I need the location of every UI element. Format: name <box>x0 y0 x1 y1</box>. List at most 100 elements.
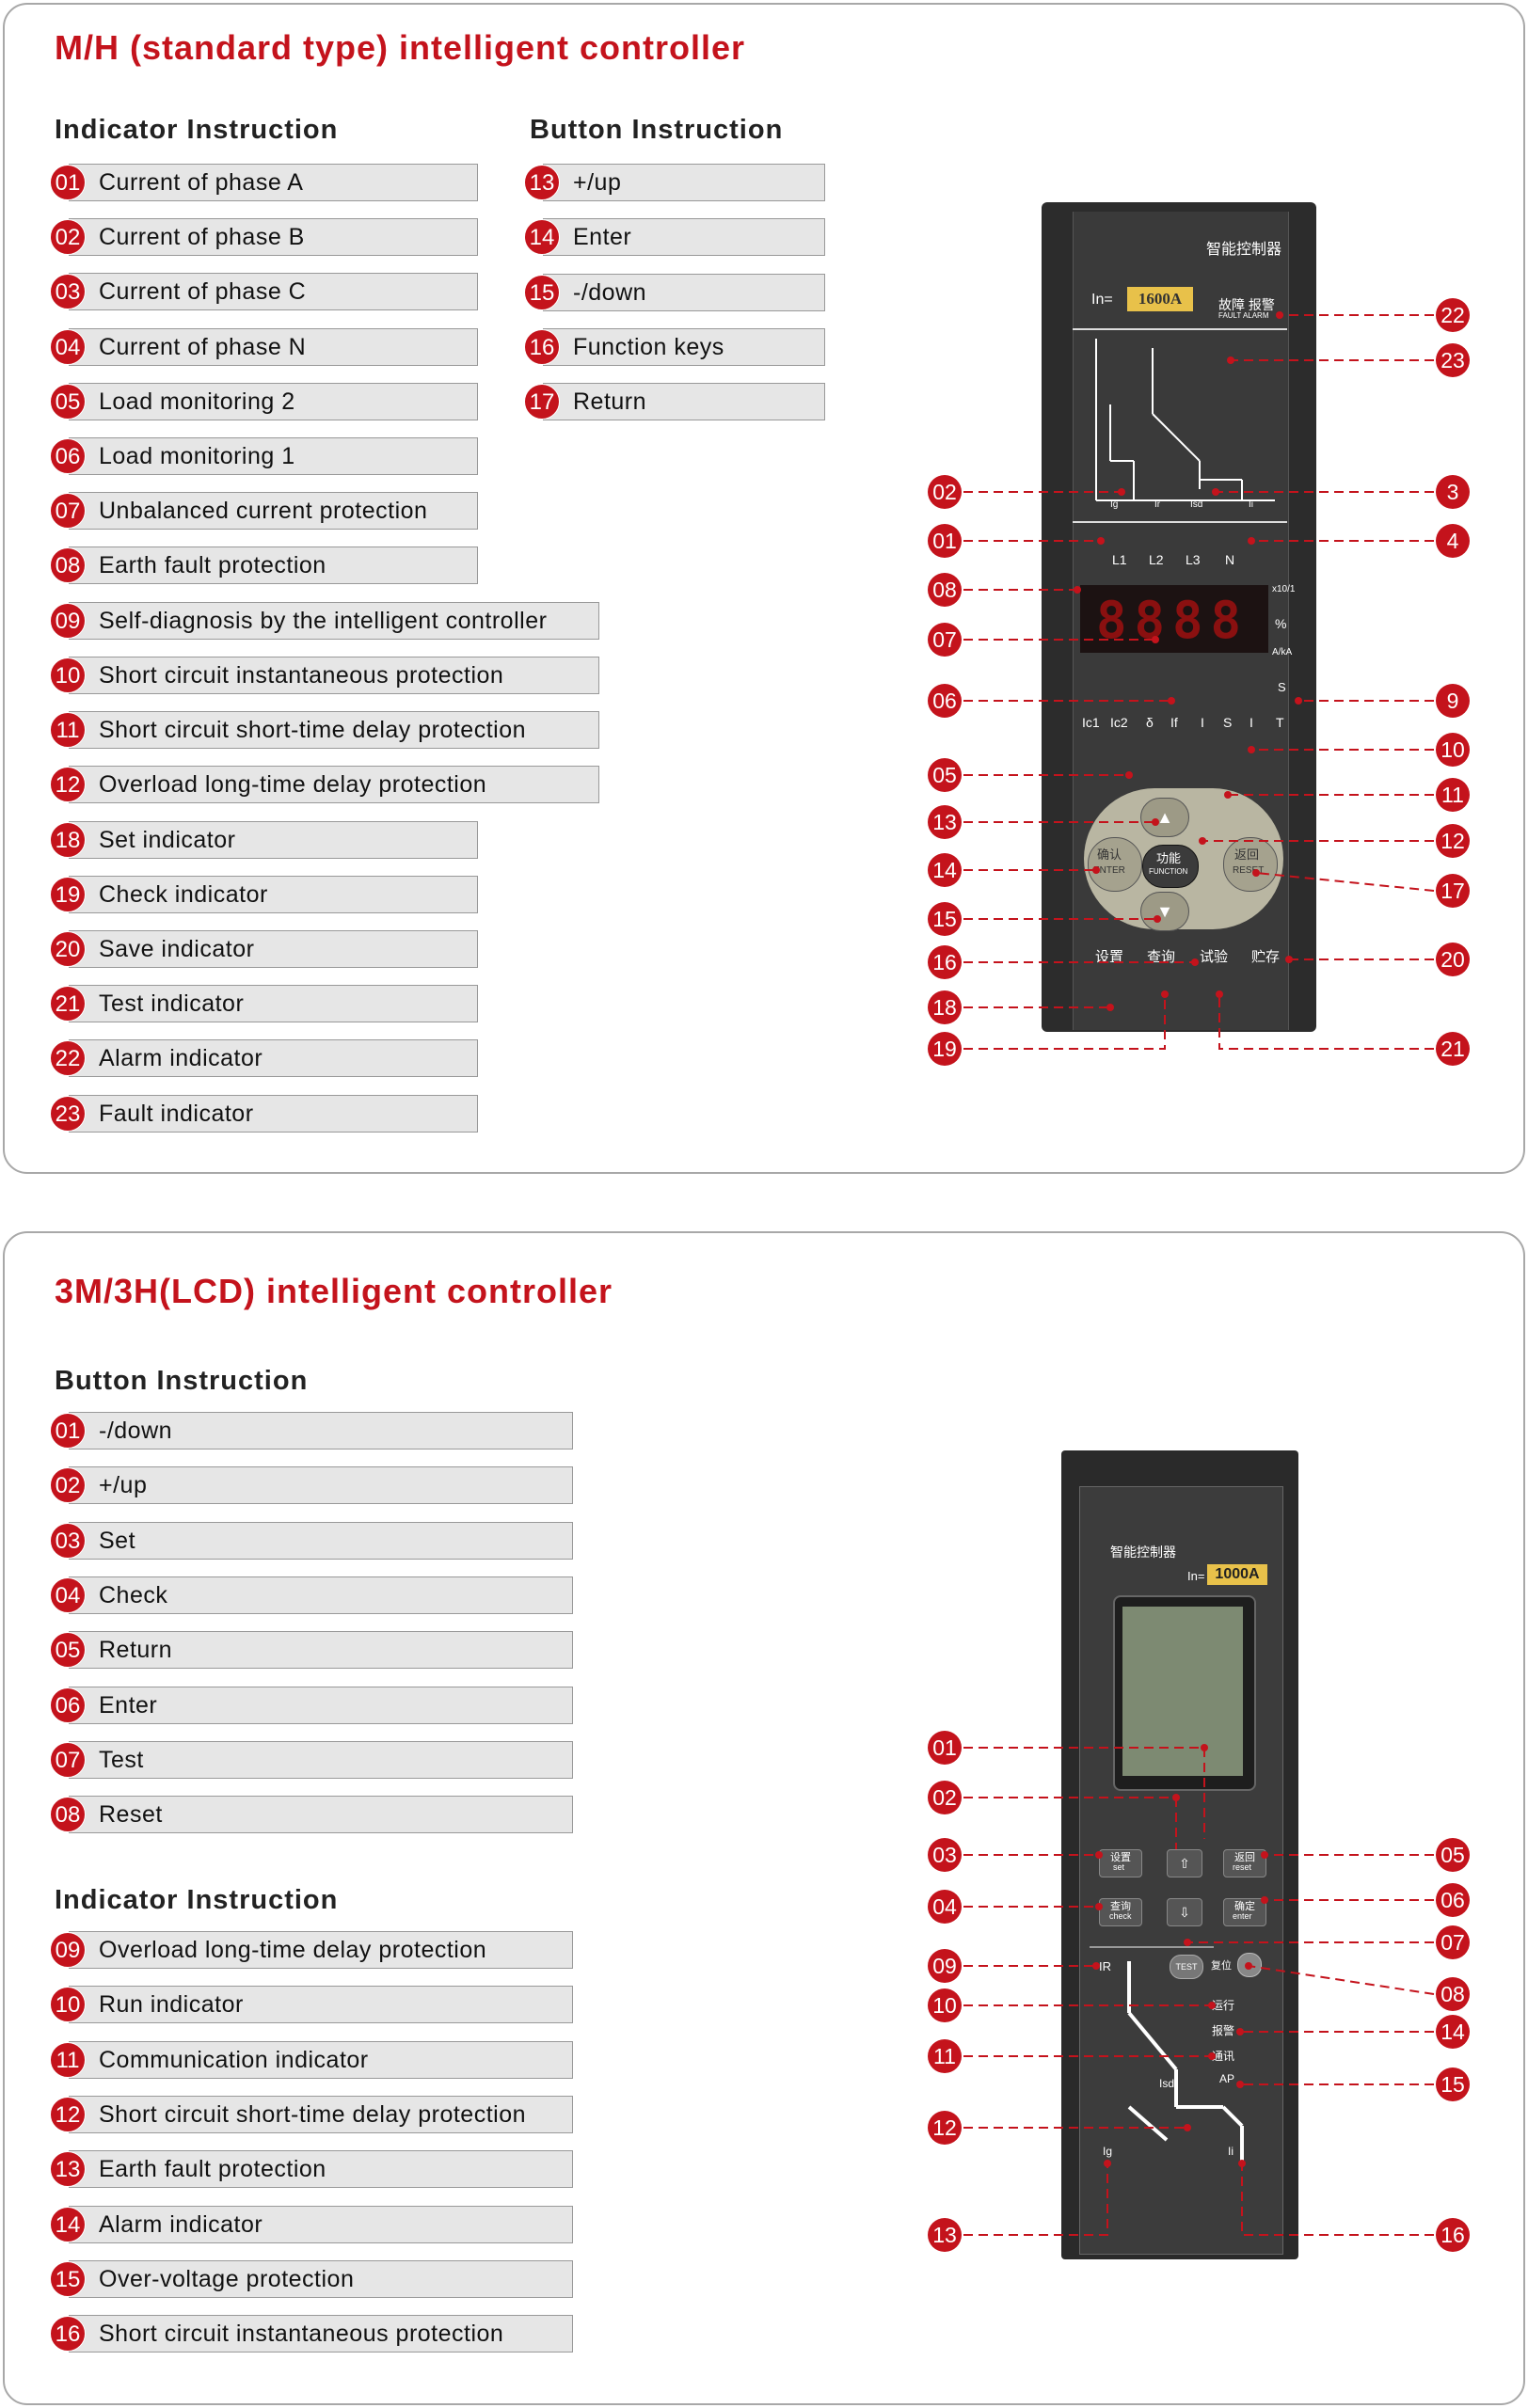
number-badge: 20 <box>50 931 86 967</box>
reset-button-en: reset <box>1233 1862 1252 1872</box>
leader-endpoint <box>1224 791 1232 799</box>
led-label-if: If <box>1170 715 1178 730</box>
leader-endpoint <box>1236 2081 1244 2088</box>
leader-endpoint <box>1154 915 1161 923</box>
return-button-en: RESET <box>1233 865 1265 876</box>
leader-endpoint <box>1074 586 1081 594</box>
enter-button-en: ENTER <box>1093 865 1125 876</box>
check-button-cn: 查询 <box>1110 1901 1131 1912</box>
row-label: -/down <box>99 1418 173 1444</box>
up-button[interactable]: ▲ <box>1140 798 1189 837</box>
callout-number: 14 <box>928 853 962 887</box>
row-bar <box>69 2205 573 2243</box>
leader-endpoint <box>1191 958 1199 966</box>
set-button[interactable] <box>1099 1849 1142 1877</box>
row-bar <box>69 1986 573 2024</box>
callout-number: 09 <box>928 1949 962 1983</box>
rating-prefix: In= <box>1187 1569 1205 1583</box>
enter-button-cn: 确认 <box>1097 848 1122 862</box>
number-badge: 23 <box>50 1096 86 1132</box>
row-label: Overload long-time delay protection <box>99 771 487 798</box>
number-badge: 08 <box>50 1797 86 1833</box>
curve-label-isd: Isd <box>1190 499 1203 510</box>
callout-number: 08 <box>928 573 962 607</box>
row-bar <box>69 1039 478 1077</box>
test-button[interactable]: TEST <box>1170 1955 1203 1979</box>
row-label: Current of phase N <box>99 334 307 360</box>
row-label: Current of phase B <box>99 224 305 250</box>
callout-number: 10 <box>928 1988 962 2022</box>
instruction-row: 15-/down <box>524 273 825 313</box>
number-badge: 22 <box>50 1040 86 1076</box>
row-label: Short circuit instantaneous protection <box>99 662 504 689</box>
indicator-row: 04 Current of phase N <box>50 328 478 368</box>
set-button-cn: 设置 <box>1110 1852 1131 1863</box>
callout-number: 23 <box>1436 343 1470 377</box>
number-badge: 10 <box>50 657 86 693</box>
function-button-cn: 功能 <box>1156 851 1182 865</box>
row-bar <box>69 547 478 584</box>
number-badge: 06 <box>50 438 86 474</box>
row-bar <box>69 2259 573 2298</box>
row-label: Load monitoring 1 <box>99 443 295 469</box>
row-bar <box>69 2315 573 2353</box>
row-bar <box>69 492 478 530</box>
function-button-en: FUNCTION <box>1149 867 1188 876</box>
leader-endpoint <box>1104 2160 1111 2167</box>
check-button[interactable] <box>1099 1898 1142 1926</box>
enter-button[interactable] <box>1088 837 1142 892</box>
device-line <box>1152 413 1201 462</box>
leader-line <box>963 994 1166 1050</box>
up-button[interactable]: ⇧ <box>1167 1849 1202 1877</box>
row-bar <box>69 876 478 913</box>
number-badge: 12 <box>50 2096 86 2132</box>
callout-number: 06 <box>1436 1883 1470 1917</box>
number-badge: 07 <box>50 493 86 529</box>
led-label-delta: δ <box>1146 715 1154 730</box>
row-label: Communication indicator <box>99 2046 369 2073</box>
number-badge: 17 <box>524 384 560 420</box>
callout-number: 20 <box>1436 943 1470 976</box>
number-badge: 04 <box>50 329 86 365</box>
row-bar <box>69 2095 573 2133</box>
down-button[interactable]: ▼ <box>1140 892 1189 931</box>
return-button[interactable] <box>1223 837 1278 892</box>
number-badge: 21 <box>50 986 86 1022</box>
leader-endpoint <box>1208 2052 1216 2060</box>
curve-label-isd: Isd <box>1159 2077 1175 2090</box>
indicator-row: 10 Short circuit instantaneous protection <box>50 657 599 696</box>
callout-number: 05 <box>928 758 962 792</box>
callout-number: 02 <box>928 475 962 509</box>
row-label: Earth fault protection <box>99 2156 326 2183</box>
leader-endpoint <box>1236 2028 1244 2036</box>
row-bar <box>69 1686 573 1724</box>
callout-number: 22 <box>1436 298 1470 332</box>
reset-button[interactable] <box>1223 1849 1266 1877</box>
function-button[interactable] <box>1142 845 1199 888</box>
leader-endpoint <box>1184 2124 1191 2131</box>
row-label: Return <box>99 1637 173 1664</box>
curve-label-ir: IR <box>1099 1959 1111 1973</box>
row-label: Set indicator <box>99 827 236 853</box>
status-label-ap: AP <box>1219 2072 1235 2085</box>
row-bar <box>69 1095 478 1133</box>
callout-number: 12 <box>1436 824 1470 858</box>
indicator-heading: Indicator Instruction <box>55 1885 339 1915</box>
down-button[interactable]: ⇩ <box>1167 1898 1202 1926</box>
leader-endpoint <box>1238 2160 1246 2167</box>
callout-number: 11 <box>1436 778 1470 812</box>
row-bar <box>69 437 478 475</box>
fault-alarm-label: 故障 报警 <box>1218 297 1275 312</box>
callout-number: 13 <box>928 805 962 839</box>
row-label: Load monitoring 2 <box>99 388 295 415</box>
enter-button[interactable] <box>1223 1898 1266 1926</box>
